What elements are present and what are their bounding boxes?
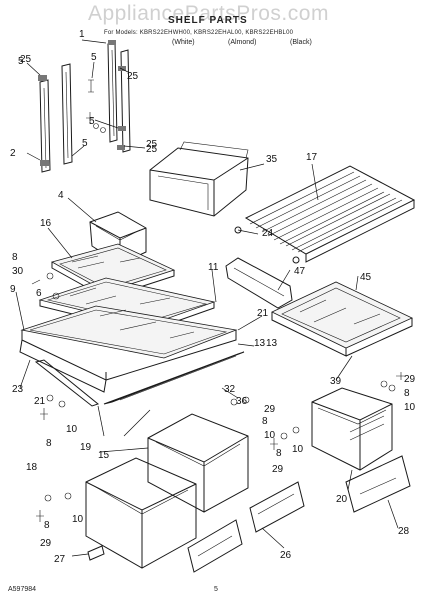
callout-10: 10 <box>66 424 78 435</box>
callout-5: 5 <box>89 116 95 127</box>
glass-shelf-upper <box>50 243 176 299</box>
callout-45: 45 <box>360 272 372 283</box>
callout-32: 32 <box>224 384 236 395</box>
callout-19: 19 <box>80 442 92 453</box>
callout-21: 21 <box>34 396 46 407</box>
callout-8: 8 <box>262 416 268 427</box>
callout-25: 25 <box>146 139 158 150</box>
callout-36: 36 <box>236 396 248 407</box>
callout-29: 29 <box>404 374 416 385</box>
crisper-cover <box>271 281 413 357</box>
callout-21: 21 <box>257 308 269 319</box>
model-list: For Models: KBRS22EHWH00, KBRS22EHAL00, … <box>104 30 294 36</box>
shelf-slide-rails <box>34 351 245 407</box>
wire-shelf <box>234 165 416 264</box>
callout-5: 5 <box>18 56 24 67</box>
shelf-frame-lower <box>19 305 238 393</box>
color-black: (Black) <box>290 39 312 46</box>
callout-39: 39 <box>330 376 342 387</box>
callout-8: 8 <box>12 252 18 263</box>
color-almond: (Almond) <box>228 39 257 46</box>
callout-35: 35 <box>266 154 278 165</box>
callout-5: 5 <box>91 52 97 63</box>
crisper-drawer-right <box>311 387 393 471</box>
callout-30: 30 <box>12 266 24 277</box>
callout-26: 26 <box>280 550 292 561</box>
callout-8: 8 <box>276 448 282 459</box>
footer-code: A597984 <box>8 586 37 593</box>
callout-10: 10 <box>292 444 304 455</box>
drawer-front-right <box>345 455 411 513</box>
callout-13: 13 <box>254 338 266 349</box>
drawer-clip <box>87 545 105 561</box>
callout-18: 18 <box>26 462 38 473</box>
screw-washer-left <box>31 272 300 522</box>
callout-25: 25 <box>20 54 32 65</box>
callout-11: 11 <box>208 262 219 273</box>
callout-24: 24 <box>262 228 274 239</box>
callout-25: 25 <box>127 71 139 82</box>
callout-4: 4 <box>58 190 64 201</box>
callout-15: 15 <box>98 450 110 461</box>
callout-17: 17 <box>306 152 318 163</box>
page-number: 5 <box>214 586 218 593</box>
callout-29: 29 <box>264 404 276 415</box>
callout-10: 10 <box>404 402 416 413</box>
callout-28: 28 <box>398 526 410 537</box>
callout-20: 20 <box>336 494 348 505</box>
callout-5: 5 <box>82 138 88 149</box>
callout-1: 1 <box>79 29 85 40</box>
callout-16: 16 <box>40 218 52 229</box>
callout-13: 13 <box>266 338 278 349</box>
callout-9: 9 <box>10 284 16 295</box>
deli-drawer <box>149 141 249 217</box>
shelf-rail-left <box>38 63 73 173</box>
rail-screws <box>86 79 106 133</box>
crisper-drawer-left <box>85 457 197 569</box>
drawer-fronts <box>187 481 305 573</box>
callout-8: 8 <box>46 438 52 449</box>
callout-10: 10 <box>72 514 84 525</box>
hardware-right <box>380 372 406 392</box>
callout-27: 27 <box>54 554 66 565</box>
callout-29: 29 <box>272 464 284 475</box>
watermark: AppliancePartsPros.com <box>88 2 329 25</box>
callout-10: 10 <box>264 430 276 441</box>
callout-8: 8 <box>404 388 410 399</box>
shelf-rail-right <box>107 40 131 153</box>
callout-47: 47 <box>294 266 306 277</box>
callout-2: 2 <box>10 148 16 159</box>
callout-23: 23 <box>12 384 24 395</box>
callout-6: 6 <box>36 288 42 299</box>
color-white: (White) <box>172 39 195 46</box>
leader-lines <box>15 39 399 557</box>
callout-25: 25 <box>146 144 158 155</box>
diagram-title: SHELF PARTS <box>168 15 248 26</box>
callout-8: 8 <box>44 520 50 531</box>
crisper-drawer-center <box>147 413 249 513</box>
cover-support <box>225 257 293 309</box>
callout-29: 29 <box>40 538 52 549</box>
